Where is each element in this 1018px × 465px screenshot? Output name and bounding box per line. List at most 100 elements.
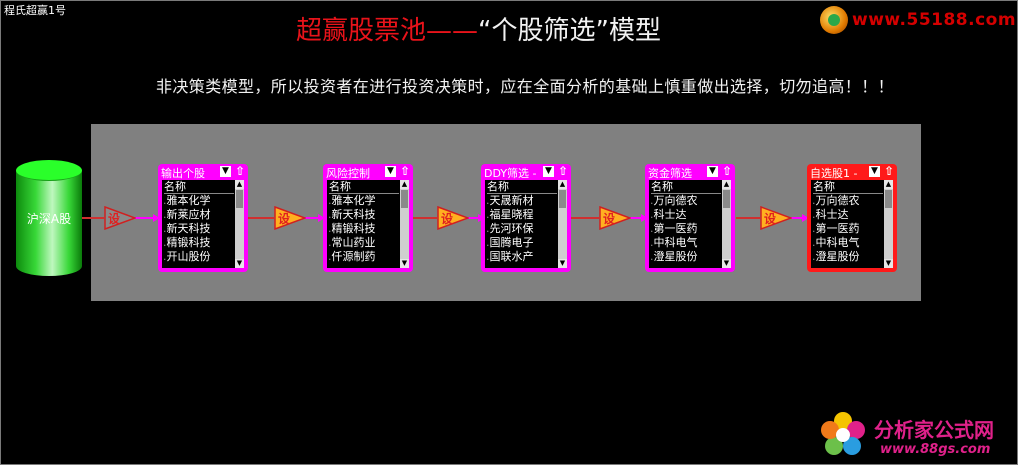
- scroll-thumb[interactable]: [559, 190, 566, 208]
- list-item[interactable]: .科士达: [812, 208, 849, 221]
- column-header: 名称: [813, 180, 883, 194]
- list-item[interactable]: .雅本化学3: [328, 194, 407, 207]
- list-item[interactable]: .第一医药: [812, 222, 860, 235]
- node-risk-control[interactable]: 风险控制 ▼ ⇧ 名称 .雅本化学3 .新天科技3 .精锻科技3 .常山药业3 …: [323, 164, 413, 272]
- dropdown-icon[interactable]: ▼: [385, 166, 396, 177]
- list-item[interactable]: .中科电气: [650, 236, 698, 249]
- watermark-site-name: 分析家公式网: [874, 418, 994, 442]
- scroll-thumb[interactable]: [885, 190, 892, 208]
- scroll-down-icon[interactable]: ▼: [558, 259, 567, 268]
- scroll-down-icon[interactable]: ▼: [400, 259, 409, 268]
- setting-gate-3[interactable]: 设: [437, 206, 469, 230]
- node-watchlist[interactable]: 自选股1 - ▼ ⇧ 名称 .万向德农 .科士达 .第一医药 .中科电气 .澄星…: [807, 164, 897, 272]
- arrow-head-icon: [153, 214, 160, 222]
- list-item[interactable]: .万向德农: [812, 194, 860, 207]
- list-item[interactable]: .常山药业3: [328, 236, 407, 249]
- flower-logo-icon: [821, 412, 865, 455]
- dropdown-icon[interactable]: ▼: [220, 166, 231, 177]
- stock-list[interactable]: 名称 .雅本化学 .新莱应材 .新天科技 .精锻科技 .开山股份 ▲ ▼: [162, 180, 244, 268]
- scrollbar[interactable]: ▲ ▼: [722, 180, 731, 268]
- scrollbar[interactable]: ▲ ▼: [400, 180, 409, 268]
- gate-triangle-icon: [274, 206, 306, 230]
- setting-gate-4[interactable]: 设: [599, 206, 631, 230]
- stock-list[interactable]: 名称 .万向德农 .科士达 .第一医药 .中科电气 .澄星股份 ▲ ▼: [649, 180, 731, 268]
- node-title: 风险控制: [326, 167, 370, 180]
- list-item[interactable]: .开山股份: [163, 250, 211, 263]
- list-item[interactable]: .新天科技3: [328, 208, 407, 221]
- arrow-head-icon: [318, 214, 325, 222]
- list-item[interactable]: .先河环保: [486, 222, 534, 235]
- wire-gate5-node5: [790, 217, 804, 219]
- scroll-up-icon[interactable]: ▲: [722, 180, 731, 189]
- list-item[interactable]: .雅本化学: [163, 194, 211, 207]
- up-arrow-icon[interactable]: ⇧: [883, 164, 895, 178]
- setting-gate-5[interactable]: 设: [760, 206, 792, 230]
- gate-triangle-icon: [760, 206, 792, 230]
- cylinder-top: [16, 160, 82, 181]
- column-header: 名称: [329, 180, 399, 194]
- list-item[interactable]: .新天科技: [163, 222, 211, 235]
- dropdown-icon[interactable]: ▼: [707, 166, 718, 177]
- scroll-thumb[interactable]: [401, 190, 408, 208]
- stock-list[interactable]: 名称 .天晟新材 .福星晓程 .先河环保 .国腾电子 .国联水产 ▲ ▼: [485, 180, 567, 268]
- cylinder-bottom: [16, 256, 82, 276]
- list-item[interactable]: .科士达: [650, 208, 687, 221]
- list-item[interactable]: .万向德农: [650, 194, 698, 207]
- setting-gate-2[interactable]: 设: [274, 206, 306, 230]
- gate-triangle-icon: [599, 206, 631, 230]
- scroll-up-icon[interactable]: ▲: [400, 180, 409, 189]
- scrollbar[interactable]: ▲ ▼: [884, 180, 893, 268]
- list-item[interactable]: .国腾电子: [486, 236, 534, 249]
- list-item[interactable]: .国联水产: [486, 250, 534, 263]
- up-arrow-icon[interactable]: ⇧: [234, 164, 246, 178]
- up-arrow-icon[interactable]: ⇧: [557, 164, 569, 178]
- node-title: DDY筛选 -: [484, 167, 537, 180]
- wire-node1-gate2: [248, 217, 274, 219]
- node-capital-filter[interactable]: 资金筛选 ▼ ⇧ 名称 .万向德农 .科士达 .第一医药 .中科电气 .澄星股份…: [645, 164, 735, 272]
- cylinder-body: [16, 170, 82, 266]
- scroll-down-icon[interactable]: ▼: [722, 259, 731, 268]
- scroll-thumb[interactable]: [236, 190, 243, 208]
- scrollbar[interactable]: ▲ ▼: [558, 180, 567, 268]
- arrow-head-icon: [641, 214, 648, 222]
- window-title: 程氏超赢1号: [4, 4, 66, 17]
- column-header: 名称: [651, 180, 721, 194]
- list-item[interactable]: .精锻科技: [163, 236, 211, 249]
- list-item[interactable]: .仟源制药3: [328, 250, 407, 263]
- list-item[interactable]: .第一医药: [650, 222, 698, 235]
- list-item[interactable]: .澄星股份: [650, 250, 698, 263]
- dropdown-icon[interactable]: ▼: [543, 166, 554, 177]
- list-item[interactable]: .精锻科技3: [328, 222, 407, 235]
- up-arrow-icon[interactable]: ⇧: [721, 164, 733, 178]
- wire-node2-gate3: [413, 217, 437, 219]
- wire-node3-gate4: [571, 217, 599, 219]
- scroll-down-icon[interactable]: ▼: [884, 259, 893, 268]
- column-header: 名称: [164, 180, 234, 194]
- setting-gate-1[interactable]: 设: [104, 206, 136, 230]
- scroll-up-icon[interactable]: ▲: [558, 180, 567, 189]
- scroll-up-icon[interactable]: ▲: [884, 180, 893, 189]
- scroll-thumb[interactable]: [723, 190, 730, 208]
- page-title-main: 超赢股票池——: [296, 16, 479, 46]
- gate-label: 设: [108, 212, 121, 226]
- list-item[interactable]: .天晟新材: [486, 194, 534, 207]
- list-item[interactable]: .中科电气: [812, 236, 860, 249]
- list-item[interactable]: .新莱应材: [163, 208, 211, 221]
- source-label: 沪深A股: [26, 212, 72, 226]
- stock-list[interactable]: 名称 .雅本化学3 .新天科技3 .精锻科技3 .常山药业3 .仟源制药3 ▲ …: [327, 180, 409, 268]
- wire-gate4-node4: [629, 217, 643, 219]
- dropdown-icon[interactable]: ▼: [869, 166, 880, 177]
- list-item[interactable]: .福星晓程: [486, 208, 534, 221]
- node-output-stocks[interactable]: 输出个股 ▼ ⇧ 名称 .雅本化学 .新莱应材 .新天科技 .精锻科技 .开山股…: [158, 164, 248, 272]
- scroll-down-icon[interactable]: ▼: [235, 259, 244, 268]
- page-title-model: “个股筛选”模型: [478, 16, 661, 46]
- node-title: 资金筛选: [648, 167, 692, 180]
- scrollbar[interactable]: ▲ ▼: [235, 180, 244, 268]
- list-item[interactable]: .澄星股份: [812, 250, 860, 263]
- up-arrow-icon[interactable]: ⇧: [399, 164, 411, 178]
- node-ddy-filter[interactable]: DDY筛选 - ▼ ⇧ 名称 .天晟新材 .福星晓程 .先河环保 .国腾电子 .…: [481, 164, 571, 272]
- source-cylinder[interactable]: 沪深A股: [16, 160, 82, 276]
- watermark-url: www.55188.com: [852, 10, 1017, 30]
- scroll-up-icon[interactable]: ▲: [235, 180, 244, 189]
- stock-list[interactable]: 名称 .万向德农 .科士达 .第一医药 .中科电气 .澄星股份 ▲ ▼: [811, 180, 893, 268]
